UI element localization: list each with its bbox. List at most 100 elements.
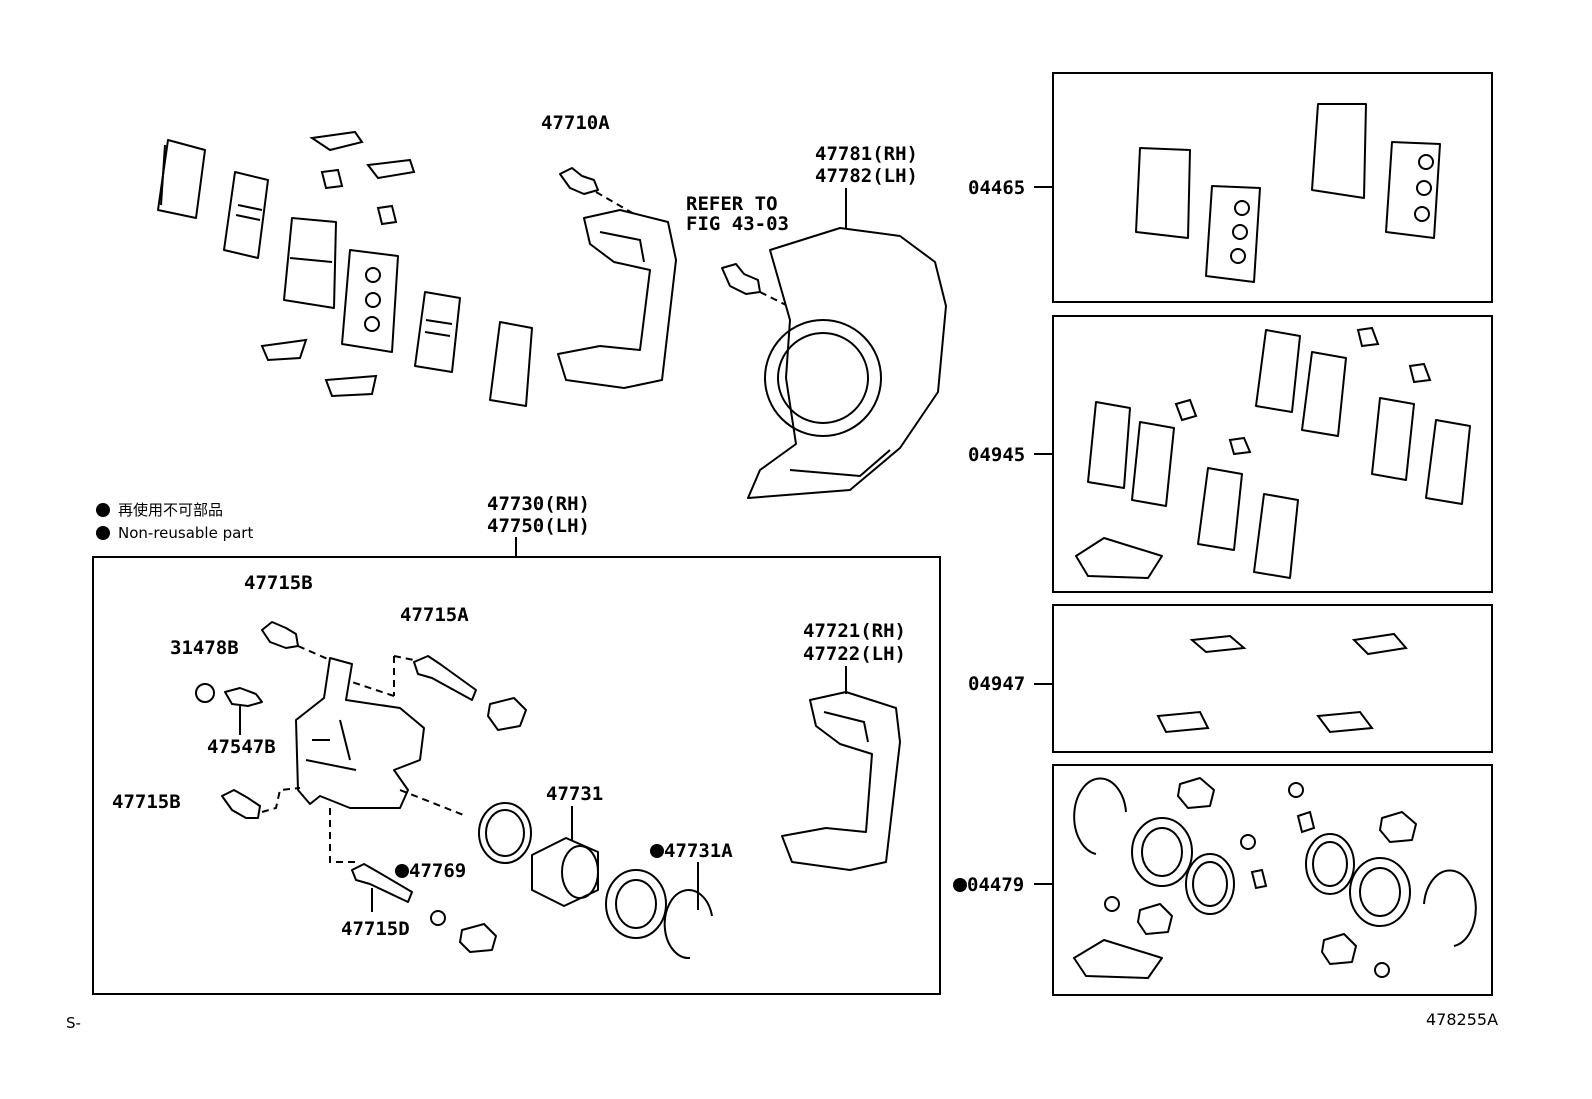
footer-left-mark: S- (66, 1014, 81, 1032)
label-47781: 47781(RH) (815, 143, 918, 165)
label-47547B: 47547B (207, 736, 276, 758)
label-47769-text: 47769 (409, 860, 467, 882)
non-reusable-dot-icon (650, 844, 664, 858)
boot-47715D (459, 923, 497, 953)
label-04945: 04945 (968, 444, 1026, 466)
label-47730: 47730(RH) (487, 493, 590, 515)
kit-04947-clip-1 (1189, 634, 1247, 654)
label-47715A: 47715A (400, 604, 469, 626)
label-47710A: 47710A (541, 112, 610, 134)
label-04479-text: 04479 (967, 874, 1025, 896)
kit-04479-bush-2 (1288, 782, 1304, 798)
non-reusable-dot-icon (395, 864, 409, 878)
slide-pin-47715D (351, 863, 413, 903)
label-refer-line1: REFER TO (686, 193, 778, 215)
caliper-body (295, 657, 425, 809)
kit-04945-shim-2 (1131, 421, 1175, 507)
kit-04945-shim-1 (1087, 401, 1131, 489)
bolt-47710A (559, 167, 599, 195)
boot-47715A (487, 697, 527, 731)
brake-pad-1 (283, 217, 337, 309)
kit-04945-shim-5 (1371, 397, 1415, 481)
label-47721: 47721(RH) (803, 620, 906, 642)
kit-04479-ring-2 (1423, 869, 1477, 947)
kit-04479-pin-boot-3 (1379, 811, 1417, 843)
disc-dust-cover (747, 227, 947, 499)
label-47731A: 47731A (650, 840, 733, 862)
kit-04945-shim-4 (1301, 351, 1347, 437)
label-04465: 04465 (968, 177, 1026, 199)
kit-04479-boot-1 (1131, 817, 1193, 887)
legend-jp-text: 再使用不可部品 (118, 501, 224, 519)
caliper-bracket-upper (557, 209, 677, 389)
bush-47769 (430, 910, 446, 926)
label-47715B-top: 47715B (244, 572, 313, 594)
kit-04465-pad-2 (1205, 185, 1261, 283)
seal-ring-47731 (478, 802, 532, 864)
kit-04479-grease-packet (1073, 939, 1163, 979)
label-47731: 47731 (546, 783, 604, 805)
label-47750: 47750(LH) (487, 515, 590, 537)
kit-04947-clip-3 (1156, 710, 1210, 734)
bleeder-47547B (224, 687, 263, 707)
non-reusable-dot-icon (953, 878, 967, 892)
kit-04945-shim-8 (1253, 493, 1299, 579)
kit-04479-bush-4 (1374, 962, 1390, 978)
kit-04479-pin-boot-4 (1321, 933, 1357, 965)
kit-04947-clip-2 (1351, 632, 1408, 656)
kit-04479-cap-2 (1250, 868, 1268, 890)
label-47715B-left: 47715B (112, 791, 181, 813)
kit-04479-seal-1 (1185, 853, 1235, 915)
kit-04479-pin-boot-1 (1177, 777, 1215, 809)
kit-04465-pad-4 (1385, 141, 1441, 239)
legend-jp: 再使用不可部品 (96, 501, 223, 519)
kit-04479-bush-1 (1104, 896, 1120, 912)
kit-04945-clip-1 (1174, 398, 1198, 422)
kit-04945-clip-4 (1408, 362, 1432, 384)
shim-plate-4 (489, 321, 533, 407)
figure-id: 478255A (1426, 1010, 1499, 1029)
kit-04465-pad-3 (1311, 103, 1367, 199)
label-refer-line2: FIG 43-03 (686, 213, 789, 235)
kit-04945-clip-2 (1228, 436, 1252, 456)
kit-04479-pin-boot-2 (1137, 903, 1173, 935)
shim-plate-2 (223, 171, 269, 259)
kit-04945-shim-3 (1255, 329, 1301, 413)
kit-04945-shim-7 (1197, 467, 1243, 551)
non-reusable-dot-icon (96, 503, 110, 517)
kit-04479-boot-2 (1349, 857, 1411, 927)
shim-plate-1 (157, 139, 206, 219)
caliper-bracket-47721 (781, 691, 901, 871)
label-04947: 04947 (968, 673, 1026, 695)
cap-31478B (195, 683, 215, 703)
kit-box-04947 (1052, 604, 1493, 753)
label-47782: 47782(LH) (815, 165, 918, 187)
label-31478B: 31478B (170, 637, 239, 659)
kit-04945-shim-6 (1425, 419, 1471, 505)
slide-bolt-47715B-top (261, 621, 299, 649)
set-ring-47731A (663, 889, 713, 960)
label-47769: 47769 (395, 860, 466, 882)
wear-indicator-1 (320, 168, 344, 190)
legend-en: Non-reusable part (96, 524, 253, 542)
shim-plate-3 (414, 291, 461, 373)
bolt-refer-fig (721, 263, 761, 295)
kit-04945-grease-packet (1075, 537, 1163, 579)
slide-pin-47715A (413, 655, 477, 701)
label-47731A-text: 47731A (664, 840, 733, 862)
kit-04479-seal-2 (1305, 833, 1355, 895)
kit-04945-clip-3 (1356, 326, 1380, 348)
pad-clip-3 (260, 338, 308, 362)
pad-clip-4 (324, 374, 378, 398)
kit-04479-bush-3 (1240, 834, 1256, 850)
kit-04479-ring-1 (1073, 777, 1127, 855)
pad-clip-2 (366, 158, 416, 180)
label-47722: 47722(LH) (803, 643, 906, 665)
kit-04947-clip-4 (1316, 710, 1374, 734)
piston-boot (605, 869, 667, 939)
pad-clip-1 (309, 130, 364, 152)
kit-box-04479 (1052, 764, 1493, 996)
label-47715D: 47715D (341, 918, 410, 940)
legend-en-text: Non-reusable part (118, 524, 254, 542)
